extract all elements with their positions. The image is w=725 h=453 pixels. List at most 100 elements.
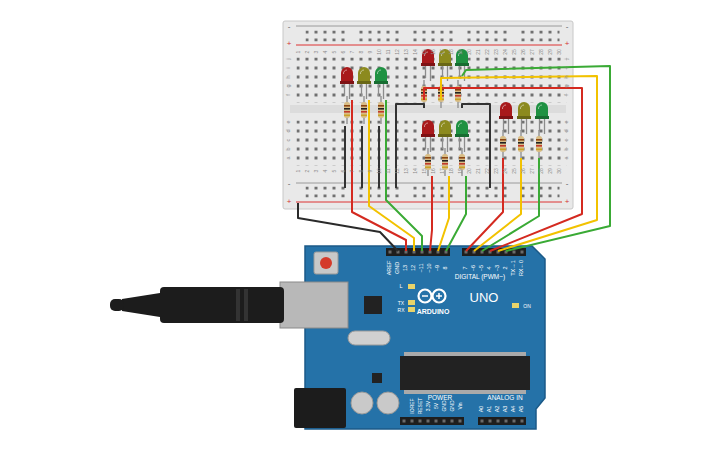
row-letter: e: [286, 120, 292, 123]
column-number: 24: [503, 49, 508, 55]
rail-sign: +: [287, 198, 292, 206]
board-led: [408, 284, 415, 289]
reset-button: [314, 252, 338, 274]
usb-plug: [236, 289, 240, 321]
resistor-symbol: [518, 130, 524, 158]
board-led: [408, 307, 415, 312]
signal-wire: [446, 176, 466, 251]
ground-wire: [378, 126, 380, 188]
column-number: 13: [404, 168, 409, 174]
row-letter: d: [286, 129, 292, 132]
ground-wire: [462, 104, 490, 188]
rail-sign: -: [566, 23, 569, 31]
column-number: 19: [458, 168, 463, 174]
column-number: 6: [341, 51, 346, 54]
led-red: [421, 49, 435, 81]
usb-port: [280, 282, 348, 328]
column-number: 11: [386, 49, 391, 54]
pin-label: GND: [395, 262, 401, 274]
led-red: [421, 120, 435, 152]
signal-wire: [386, 100, 422, 251]
row-letter: b: [286, 147, 292, 150]
column-number: 5: [332, 170, 337, 173]
column-number: 20: [467, 168, 472, 174]
pin-label: A0: [479, 406, 485, 413]
wires: [298, 66, 610, 251]
pin-label: 12: [411, 265, 417, 271]
pin-label: ~3: [495, 265, 501, 271]
pin-label: TX→1: [511, 260, 517, 276]
column-number: 30: [557, 49, 562, 55]
breadboard: [283, 21, 573, 209]
row-letter: f: [286, 94, 292, 96]
signal-wire: [424, 88, 582, 251]
led-label: TX: [398, 301, 404, 306]
pin-header: [400, 417, 464, 425]
column-number: 10: [377, 168, 382, 174]
column-number: 25: [512, 168, 517, 174]
column-number: 1: [296, 51, 301, 54]
rail-sign: +: [287, 40, 292, 48]
led-green: [374, 67, 388, 99]
column-number: 3: [314, 51, 319, 54]
column-number: 6: [341, 170, 346, 173]
signal-wire: [438, 176, 449, 251]
pin-label: 5V: [434, 403, 439, 409]
usb-cable: [122, 293, 160, 317]
column-number: 12: [395, 49, 400, 55]
row-letter: c: [286, 139, 292, 142]
column-number: 9: [368, 170, 373, 173]
column-number: 4: [323, 51, 328, 54]
usb-plug: [244, 289, 248, 321]
column-number: 15: [422, 49, 427, 55]
signal-wire: [462, 66, 610, 251]
row-letter: f: [564, 94, 570, 96]
chip-pins: [404, 352, 526, 356]
logo: [433, 290, 446, 303]
signal-wire: [441, 76, 597, 251]
row-letter: g: [286, 84, 292, 87]
rail-sign: +: [565, 198, 570, 206]
pin-label: RX←0: [519, 260, 525, 276]
column-number: 30: [557, 168, 562, 174]
column-number: 7: [350, 170, 355, 173]
column-number: 24: [503, 168, 508, 174]
rail-line: [296, 183, 562, 184]
column-number: 18: [449, 49, 454, 55]
rail-sign: -: [566, 180, 569, 188]
crystal: [348, 331, 390, 345]
column-number: 28: [539, 168, 544, 174]
reset-button: [320, 257, 332, 269]
row-letter: h: [286, 75, 292, 78]
pin-label: 4: [487, 266, 493, 269]
board-led: [512, 303, 519, 308]
row-letter: b: [564, 147, 570, 150]
led-red: [340, 67, 354, 99]
rail-sign: -: [288, 23, 291, 31]
resistor-symbol: [361, 96, 367, 124]
column-number: 14: [413, 168, 418, 174]
column-number: 17: [440, 49, 445, 55]
column-number: 22: [485, 49, 490, 55]
led-green: [455, 120, 469, 152]
column-number: 17: [440, 168, 445, 174]
column-number: 16: [431, 49, 436, 55]
pin-label: RESET: [418, 398, 423, 415]
pin-label: A1: [487, 406, 493, 413]
logo: [438, 293, 440, 299]
row-letter: h: [564, 75, 570, 78]
board-led: [408, 300, 415, 305]
capacitor: [351, 392, 373, 414]
column-number: 27: [530, 168, 535, 174]
pin-label: ~9: [435, 265, 441, 271]
ground-wire: [361, 126, 363, 188]
ground-wire: [396, 104, 424, 188]
signal-wire: [352, 100, 406, 251]
column-number: 4: [323, 170, 328, 173]
usb-cable: [110, 299, 124, 311]
regulator: [372, 373, 382, 383]
row-letter: g: [564, 84, 570, 87]
column-number: 23: [494, 168, 499, 174]
